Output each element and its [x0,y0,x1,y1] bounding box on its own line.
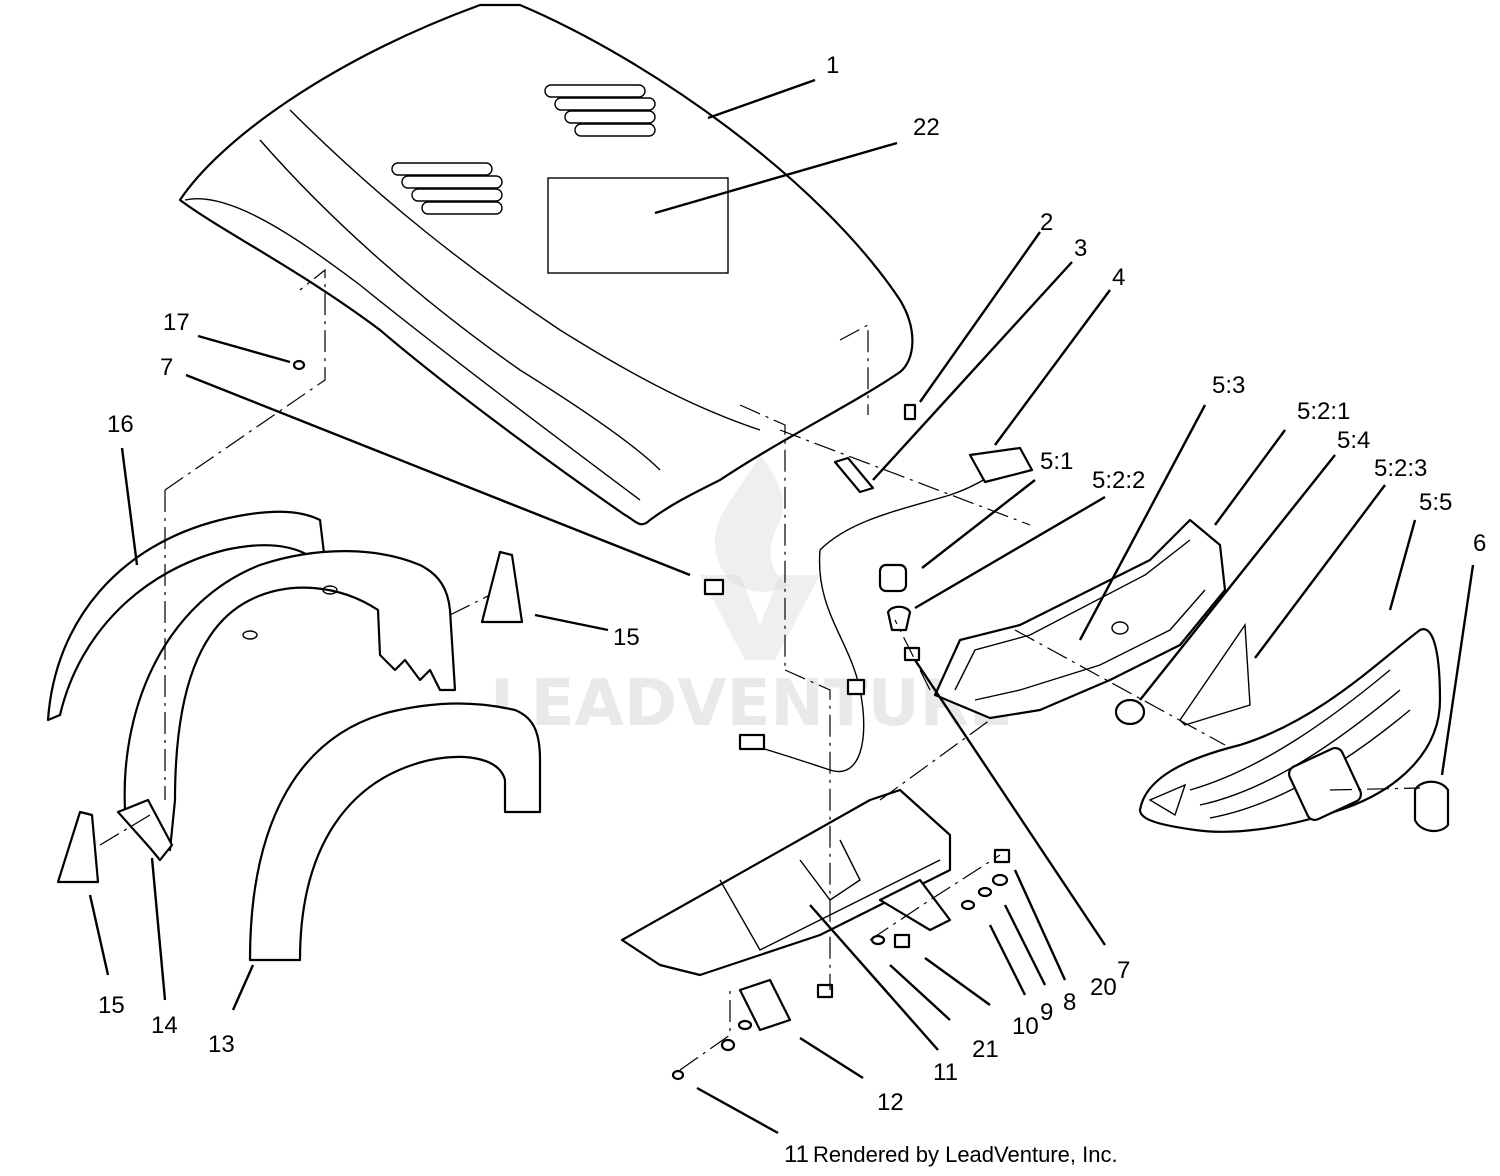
callout-15-left: 15 [98,992,125,1019]
callout-17: 17 [163,309,190,336]
callout-5-4: 5:4 [1337,427,1370,454]
callout-22: 22 [913,114,940,141]
callout-3: 3 [1074,235,1087,262]
callout-5-2-2: 5:2:2 [1092,467,1145,494]
callout-8: 8 [1063,989,1076,1016]
render-credit: Rendered by LeadVenture, Inc. [813,1142,1118,1167]
leadventure-watermark: LEADVENTURE [490,455,1013,741]
callout-6: 6 [1473,530,1486,557]
callout-9: 9 [1040,999,1053,1026]
fender-center [123,550,457,852]
hood-vent-upper [544,84,656,137]
callout-1: 1 [826,52,839,79]
callout-4: 4 [1112,264,1125,291]
watermark-v-icon [700,575,820,660]
leader-lines [88,78,1475,1135]
callout-13: 13 [208,1031,235,1058]
hood-part-1 [178,3,914,526]
reflector-part-5-2-3 [1179,622,1251,726]
wiring-harness [738,446,1034,773]
washer-part-9 [977,886,993,898]
bracket-part-3 [833,456,875,494]
watermark-text: LEADVENTURE [490,667,1013,741]
callout-20: 20 [1090,974,1117,1001]
callout-12: 12 [877,1089,904,1116]
fender-bracket-part-14 [116,798,174,862]
watermark-flame-icon [714,455,790,592]
callout-16: 16 [107,411,134,438]
headlight-bulb-part-5-1 [878,563,908,593]
callout-7-upper: 7 [160,354,173,381]
callout-7-lower: 7 [1117,957,1130,984]
callout-15-right: 15 [613,624,640,651]
callout-5-2-3: 5:2:3 [1374,455,1427,482]
callout-10: 10 [1012,1013,1039,1040]
assembly-lines [99,268,1421,1071]
callout-11: 11 [933,1059,958,1086]
callout-21: 21 [972,1036,999,1063]
decal-part-22 [547,177,729,274]
spacer-part-15-left [56,810,100,884]
callout-14: 14 [151,1012,178,1039]
emblem-part-6 [1413,780,1450,833]
callout-11-bottom: 11 [784,1141,809,1168]
screw-part-11-bottom [671,1069,685,1081]
callout-5-2-1: 5:2:1 [1297,398,1350,425]
washer-part-10 [960,899,976,911]
spacer-part-15-right [480,550,524,624]
headlight-housing [933,518,1227,726]
fender-part-13 [248,702,542,962]
callout-labels: 1 22 2 3 4 17 7 16 5:3 5:2:1 5:1 5:4 5:2… [98,52,1486,1168]
callout-5-1: 5:1 [1040,448,1073,475]
fender-part-16 [46,510,328,722]
bolt-part-20 [993,848,1011,864]
knob-part-5-4 [1114,698,1146,726]
callout-2: 2 [1040,209,1053,236]
nut-part-8 [991,873,1009,887]
bolt-part-21 [893,933,911,949]
callout-5-3: 5:3 [1212,372,1245,399]
callout-5-5: 5:5 [1419,489,1452,516]
clip-part-7 [703,578,725,596]
socket-part-5-2-2 [886,605,912,632]
grille-part-5-5 [1138,628,1450,833]
hardware [292,359,1011,1081]
support-bracket-part-11 [620,788,952,1032]
hood-vent-lower [391,162,503,215]
screw-part-2 [903,403,917,421]
